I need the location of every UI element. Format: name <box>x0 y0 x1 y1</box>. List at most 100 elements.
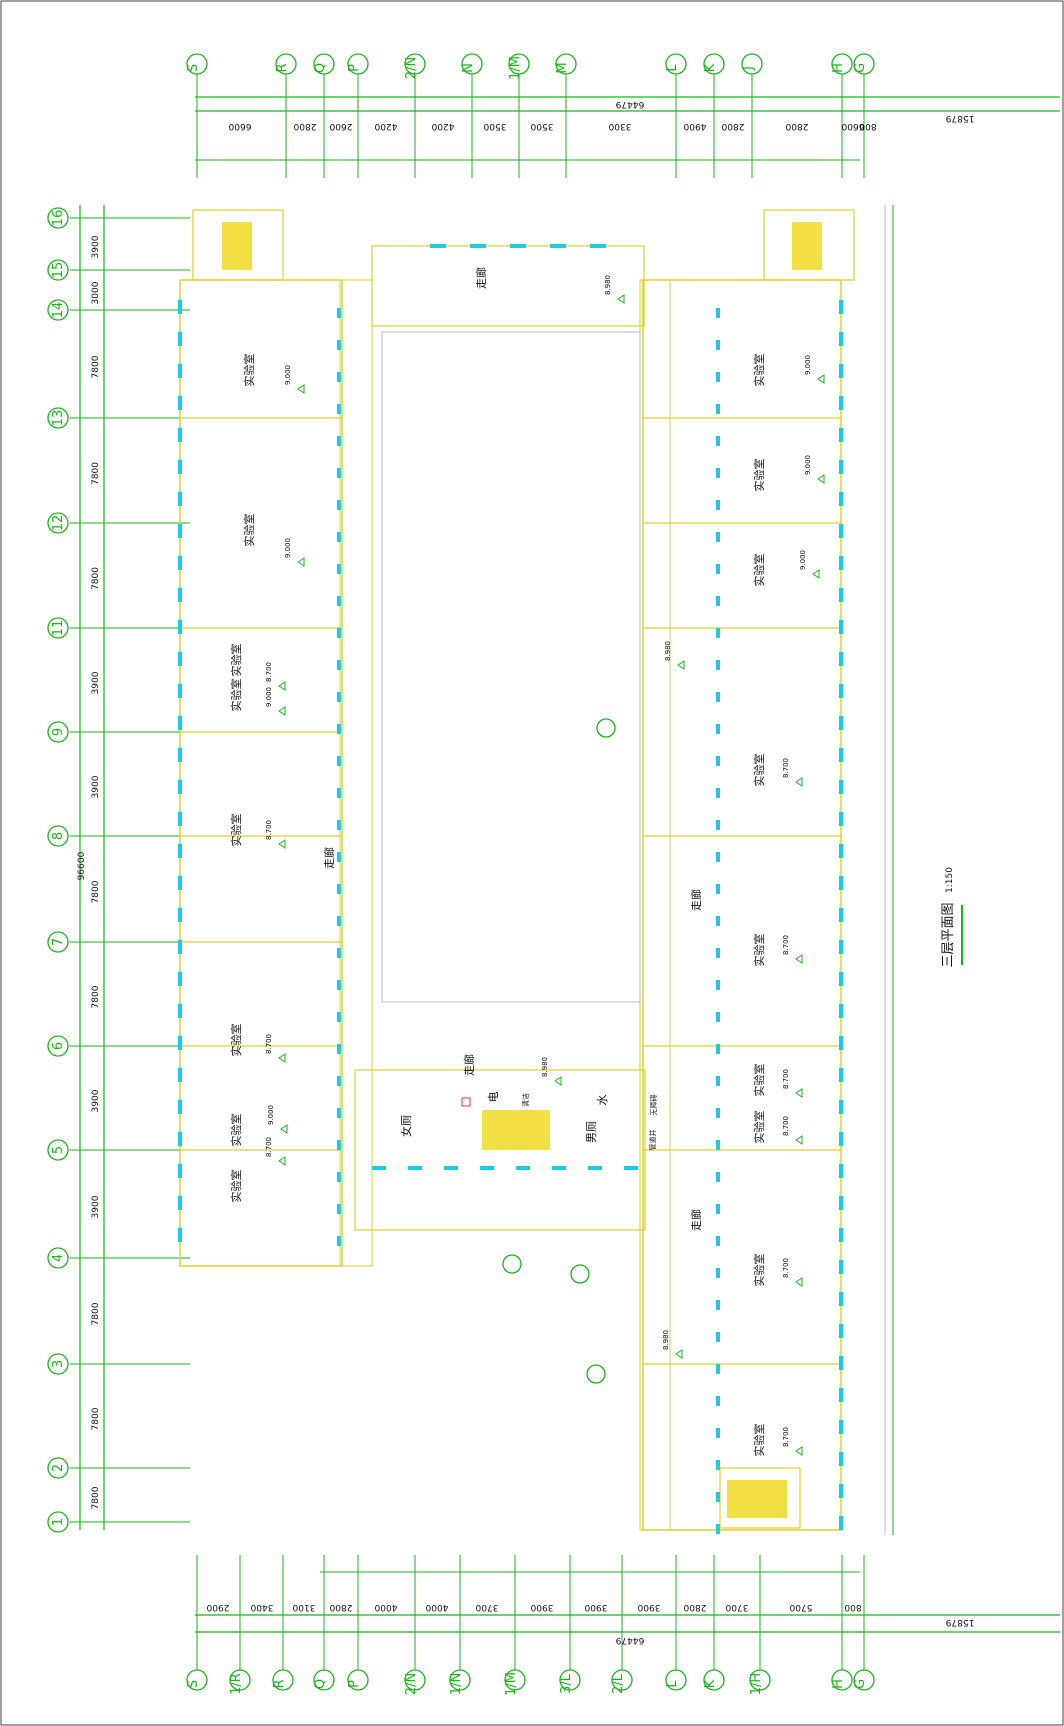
level-triangle <box>795 1446 803 1456</box>
stair-south-east <box>727 1480 787 1518</box>
top-axis-label: P <box>347 64 362 72</box>
window-west-inner <box>337 596 341 606</box>
window-east <box>839 300 843 314</box>
window-east-inner <box>716 500 720 510</box>
window-east-inner <box>716 948 720 958</box>
left-axis-label: 14 <box>51 302 66 319</box>
window-east <box>839 1132 843 1146</box>
window-west <box>178 556 182 570</box>
left-axis-label: 12 <box>51 515 66 532</box>
level-triangle <box>617 294 625 304</box>
left-axis-bubble <box>47 721 69 743</box>
bottom-axis-bubble <box>272 1669 294 1691</box>
window-east-inner <box>716 852 720 862</box>
window-west-inner <box>337 1140 341 1150</box>
window-west <box>178 332 182 346</box>
window-east-inner <box>716 532 720 542</box>
level-triangle <box>677 660 685 670</box>
bottom-axis-label: 3/L <box>559 1673 574 1694</box>
left-dim-value: 7800 <box>91 355 101 378</box>
level-triangle <box>675 1349 683 1359</box>
right-dim-column <box>884 205 894 1535</box>
level-value: 8.700 <box>782 1069 790 1089</box>
left-axis-label: 4 <box>51 1254 66 1262</box>
window-west-inner <box>337 308 341 318</box>
left-dim-value: 3900 <box>91 775 101 798</box>
window-west <box>178 428 182 442</box>
level-triangle <box>817 374 825 384</box>
level-triangle <box>278 706 286 716</box>
window-west <box>178 300 182 314</box>
side-total-bottom: 15879 <box>945 1617 974 1627</box>
top-axis-label: L <box>665 64 680 72</box>
window-east-inner <box>716 1460 720 1470</box>
window-south <box>552 1166 566 1170</box>
window-south <box>444 1166 458 1170</box>
lab-room-label: 实验室 <box>229 644 243 677</box>
left-axis-bubble <box>47 407 69 429</box>
left-axis-bubble <box>47 207 69 229</box>
men-wc-label: 男厕 <box>585 1121 598 1143</box>
window-west-inner <box>337 1076 341 1086</box>
level-value: 9.000 <box>267 1105 275 1125</box>
level-value: 9.000 <box>799 550 807 570</box>
level-value: 8.700 <box>782 935 790 955</box>
left-axis-bubble <box>47 1139 69 1161</box>
window-west-inner <box>337 692 341 702</box>
window-west <box>178 876 182 890</box>
window-east-inner <box>716 1396 720 1406</box>
left-axis-bubble <box>47 825 69 847</box>
top-axis-bubble <box>703 53 725 75</box>
bottom-axis-label: P <box>347 1680 362 1688</box>
window-east <box>839 492 843 506</box>
bottom-dim-value: 3700 <box>475 1602 498 1612</box>
level-triangle <box>795 1277 803 1287</box>
window-east <box>839 1420 843 1434</box>
bottom-axis-label: 1/H <box>749 1673 764 1695</box>
left-axis-bubble <box>47 1511 69 1533</box>
lab-room-label: 实验室 <box>752 554 766 587</box>
level-value: 8.700 <box>265 820 273 840</box>
left-dim-value: 3900 <box>91 671 101 694</box>
window-east <box>839 1036 843 1050</box>
bottom-axis-bubble <box>313 1669 335 1691</box>
level-triangle <box>554 1076 562 1086</box>
window-east-inner <box>716 1172 720 1182</box>
window-east-inner <box>716 372 720 382</box>
level-value: 9.000 <box>284 538 292 558</box>
lab-room-label: 实验室 <box>752 1424 766 1457</box>
bottom-dim-value: 3900 <box>637 1602 660 1612</box>
window-east-inner <box>716 1140 720 1150</box>
window-west <box>178 1132 182 1146</box>
window-west-inner <box>337 564 341 574</box>
lab-room-label: 实验室 <box>229 1114 243 1147</box>
window-west <box>178 492 182 506</box>
left-axis-label: 9 <box>51 728 66 736</box>
window-south <box>588 1166 602 1170</box>
level-value: 8.700 <box>782 1258 790 1278</box>
window-east-inner <box>716 788 720 798</box>
top-dim-value: 800 <box>859 121 876 131</box>
lab-room-label: 实验室 <box>752 354 766 387</box>
window-east <box>839 908 843 922</box>
window-east-inner <box>716 1268 720 1278</box>
left-dim-value: 7800 <box>91 880 101 903</box>
window-east-inner <box>716 1332 720 1342</box>
top-axis-bubble <box>461 53 483 75</box>
window-west <box>178 1196 182 1210</box>
left-dim-value: 7800 <box>91 462 101 485</box>
window-east-inner <box>716 1492 720 1502</box>
level-value: 9.000 <box>265 687 273 707</box>
top-dim-value: 2800 <box>293 121 316 131</box>
window-east <box>839 1452 843 1466</box>
level-triangle <box>278 681 286 691</box>
window-south <box>480 1166 494 1170</box>
left-axis-label: 8 <box>51 832 66 840</box>
water-label: 水 <box>596 1095 609 1106</box>
window-east <box>839 684 843 698</box>
window-east-inner <box>716 756 720 766</box>
window-east-inner <box>716 1076 720 1086</box>
lab-room-label: 实验室 <box>229 679 243 712</box>
window-east <box>839 332 843 346</box>
